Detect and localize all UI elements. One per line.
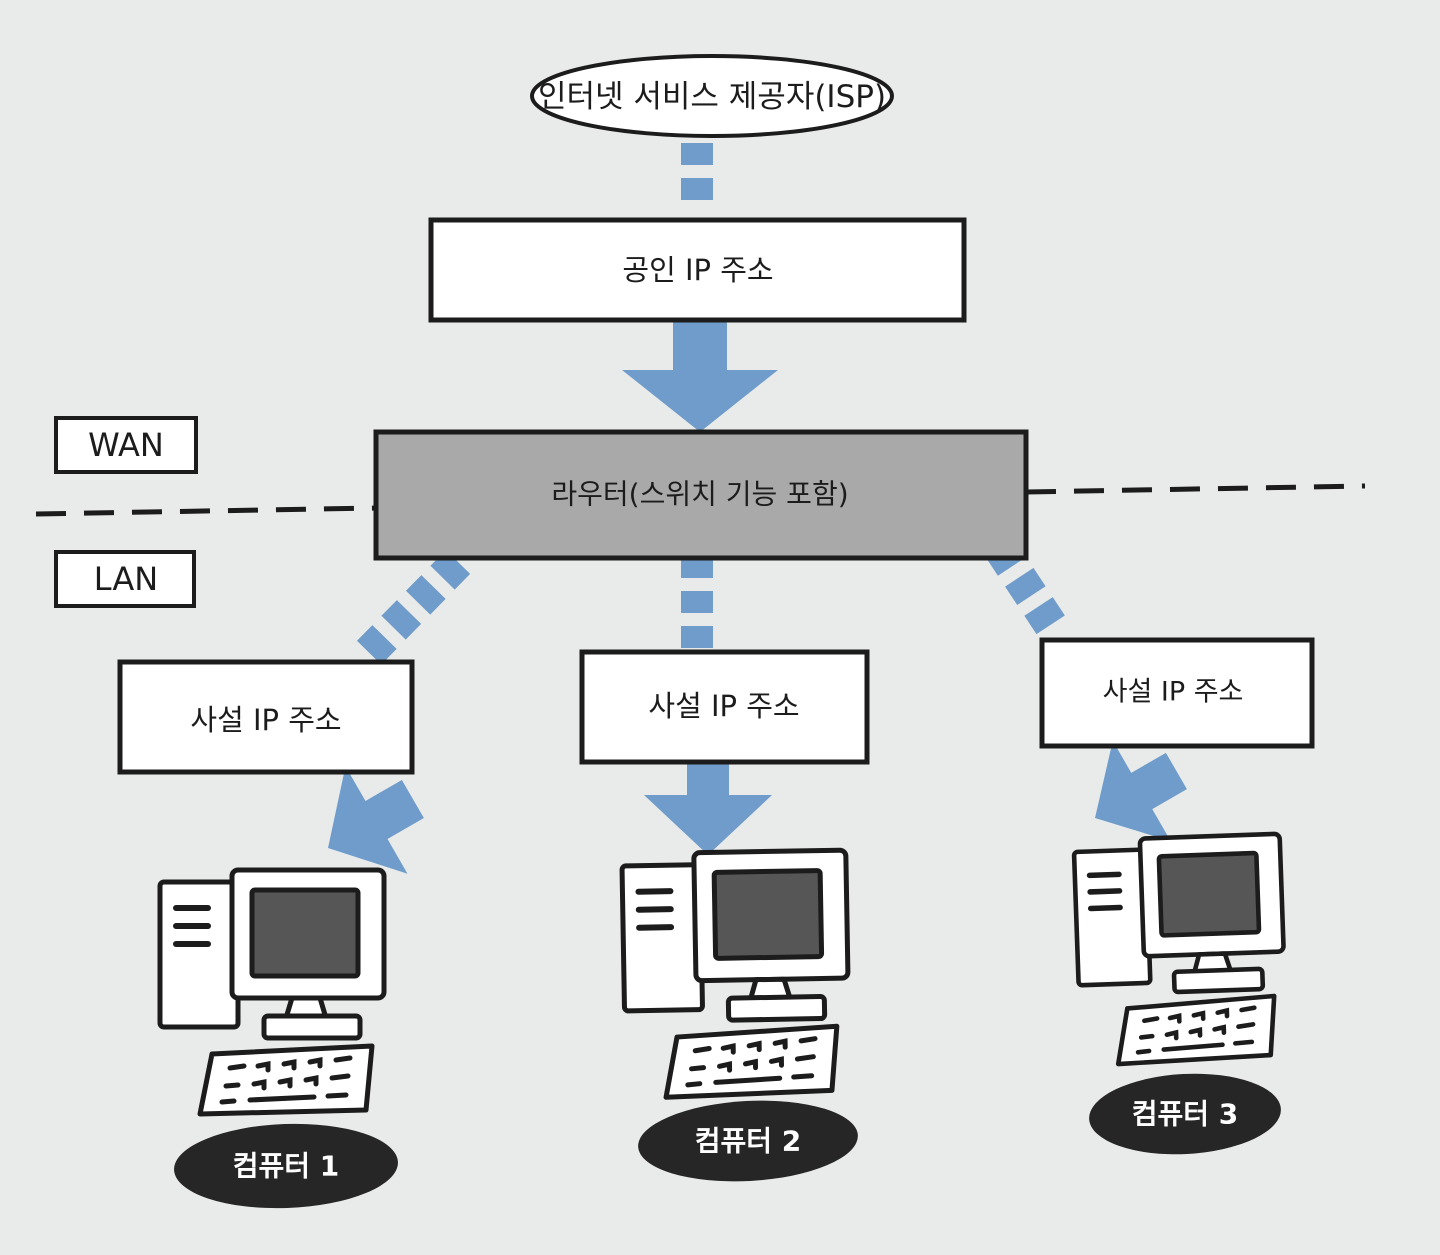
connection-arrows-layer — [328, 143, 1187, 874]
wan-tag — [54, 416, 198, 474]
private-ip-box-1 — [117, 659, 415, 775]
wan-lan-boundary-left — [35, 505, 377, 517]
private-ip-3-to-computer-arrow — [1095, 740, 1187, 842]
arrow-head — [1095, 740, 1187, 842]
computer-label-2: 컴퓨터 2 — [695, 1125, 802, 1158]
lan-label: LAN — [94, 560, 158, 598]
private-ip-label-1: 사설 IP 주소 — [190, 703, 341, 737]
computer-label-3: 컴퓨터 3 — [1132, 1098, 1239, 1131]
public-ip-label: 공인 IP 주소 — [622, 253, 773, 287]
router-label: 라우터(스위치 기능 포함) — [551, 478, 848, 511]
private-ip-label-3: 사설 IP 주소 — [1103, 677, 1244, 708]
arrow-dash — [681, 626, 713, 648]
computer-illustration-3 — [1074, 834, 1288, 1066]
arrow-head — [644, 743, 772, 855]
isp-ellipse — [530, 54, 894, 138]
arrow-dash — [681, 556, 713, 578]
arrow-dash — [1024, 597, 1065, 635]
arrow-dash — [356, 625, 397, 665]
public-ip-to-router-arrow — [622, 320, 778, 432]
computer-illustration-2 — [622, 850, 850, 1098]
lan-tag — [54, 550, 196, 608]
arrow-dash — [681, 178, 713, 200]
computer-badge-2 — [638, 1100, 858, 1182]
private-ip-box-2 — [579, 649, 870, 765]
private-ip-1-to-computer-arrow — [328, 766, 424, 874]
arrow-dash — [381, 600, 422, 640]
arrow-dash — [405, 575, 446, 615]
router-box — [373, 429, 1029, 561]
private-ip-2-to-computer-arrow — [644, 743, 772, 855]
wan-lan-boundary-right — [1025, 483, 1366, 495]
router-to-private-ip-1-connector — [356, 550, 471, 665]
computer-label-1: 컴퓨터 1 — [233, 1150, 340, 1183]
isp-label: 인터넷 서비스 제공자(ISP) — [538, 79, 886, 115]
wan-label: WAN — [88, 426, 164, 464]
computer-badge-1 — [174, 1123, 398, 1209]
computer-illustration-1 — [160, 870, 384, 1114]
computer-badge-3 — [1089, 1073, 1281, 1155]
arrow-dash — [681, 143, 713, 165]
router-to-private-ip-2-connector — [681, 556, 713, 648]
arrow-head — [622, 320, 778, 432]
arrow-head — [328, 766, 424, 874]
arrow-dash — [681, 591, 713, 613]
public-ip-box — [428, 217, 967, 323]
arrow-dash — [1005, 567, 1046, 605]
private-ip-box-3 — [1039, 637, 1315, 749]
private-ip-label-2: 사설 IP 주소 — [648, 689, 799, 723]
isp-to-public-ip-connector — [681, 143, 713, 200]
